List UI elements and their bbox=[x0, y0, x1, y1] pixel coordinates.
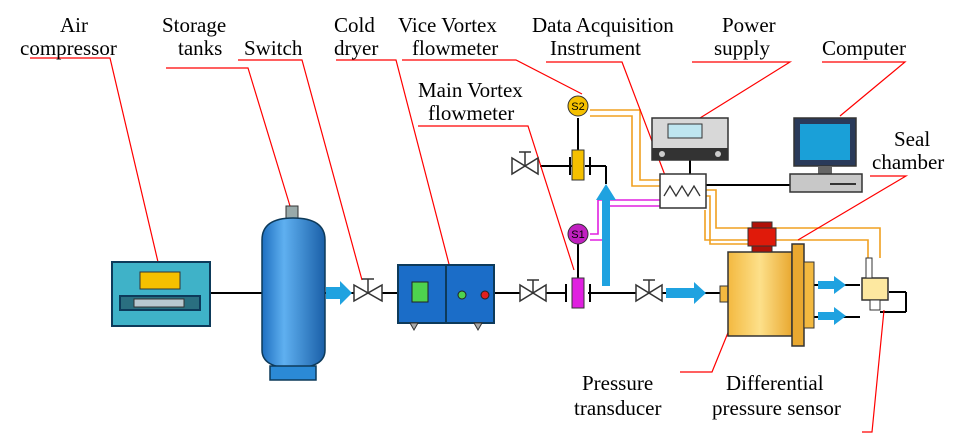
label-power-supply-1: Power bbox=[722, 13, 776, 37]
label-seal-chamber-2: chamber bbox=[872, 150, 944, 174]
label-data-acq-2: Instrument bbox=[550, 36, 641, 60]
labels: Air compressor Storage tanks Switch Cold… bbox=[20, 13, 944, 420]
label-vice-vortex-2: flowmeter bbox=[412, 36, 498, 60]
main-vortex-flowmeter bbox=[565, 277, 591, 309]
label-diff-pressure-2: pressure sensor bbox=[712, 396, 841, 420]
data-acquisition-instrument bbox=[659, 173, 707, 209]
vice-vortex-flowmeter bbox=[569, 149, 591, 181]
cold-dryer bbox=[397, 264, 495, 332]
label-air-compressor-1: Air bbox=[60, 13, 88, 37]
sensor-s2: S2 bbox=[567, 95, 589, 117]
label-storage-tanks-1: Storage bbox=[162, 13, 226, 37]
vice-valve bbox=[511, 151, 539, 176]
label-main-vortex-1: Main Vortex bbox=[418, 78, 523, 102]
label-air-compressor-2: compressor bbox=[20, 36, 117, 60]
flow-arrows bbox=[326, 184, 846, 325]
pressure-transducer bbox=[747, 221, 777, 253]
computer bbox=[789, 117, 863, 193]
label-seal-chamber-1: Seal bbox=[894, 127, 930, 151]
switch-valve bbox=[353, 278, 383, 303]
label-cold-dryer-2: dryer bbox=[334, 36, 378, 60]
outlet-valve bbox=[635, 279, 663, 303]
air-compressor bbox=[111, 261, 211, 327]
label-diff-pressure-1: Differential bbox=[726, 371, 824, 395]
label-pressure-transducer-2: transducer bbox=[574, 396, 661, 420]
label-pressure-transducer-1: Pressure bbox=[582, 371, 653, 395]
sensor-s1-label: S1 bbox=[571, 229, 584, 241]
label-switch: Switch bbox=[244, 36, 303, 60]
inlet-valve bbox=[519, 279, 547, 303]
label-computer: Computer bbox=[822, 36, 906, 60]
storage-tank bbox=[261, 205, 326, 381]
differential-pressure-sensor bbox=[861, 257, 889, 311]
label-cold-dryer-1: Cold bbox=[334, 13, 375, 37]
power-supply bbox=[651, 117, 729, 161]
label-storage-tanks-2: tanks bbox=[178, 36, 222, 60]
label-data-acq-1: Data Acquisition bbox=[532, 13, 674, 37]
sensor-s2-label: S2 bbox=[571, 101, 584, 113]
label-power-supply-2: supply bbox=[714, 36, 771, 60]
label-vice-vortex-1: Vice Vortex bbox=[398, 13, 497, 37]
seal-chamber bbox=[719, 243, 815, 347]
label-main-vortex-2: flowmeter bbox=[428, 101, 514, 125]
sensor-s1: S1 bbox=[567, 223, 589, 245]
